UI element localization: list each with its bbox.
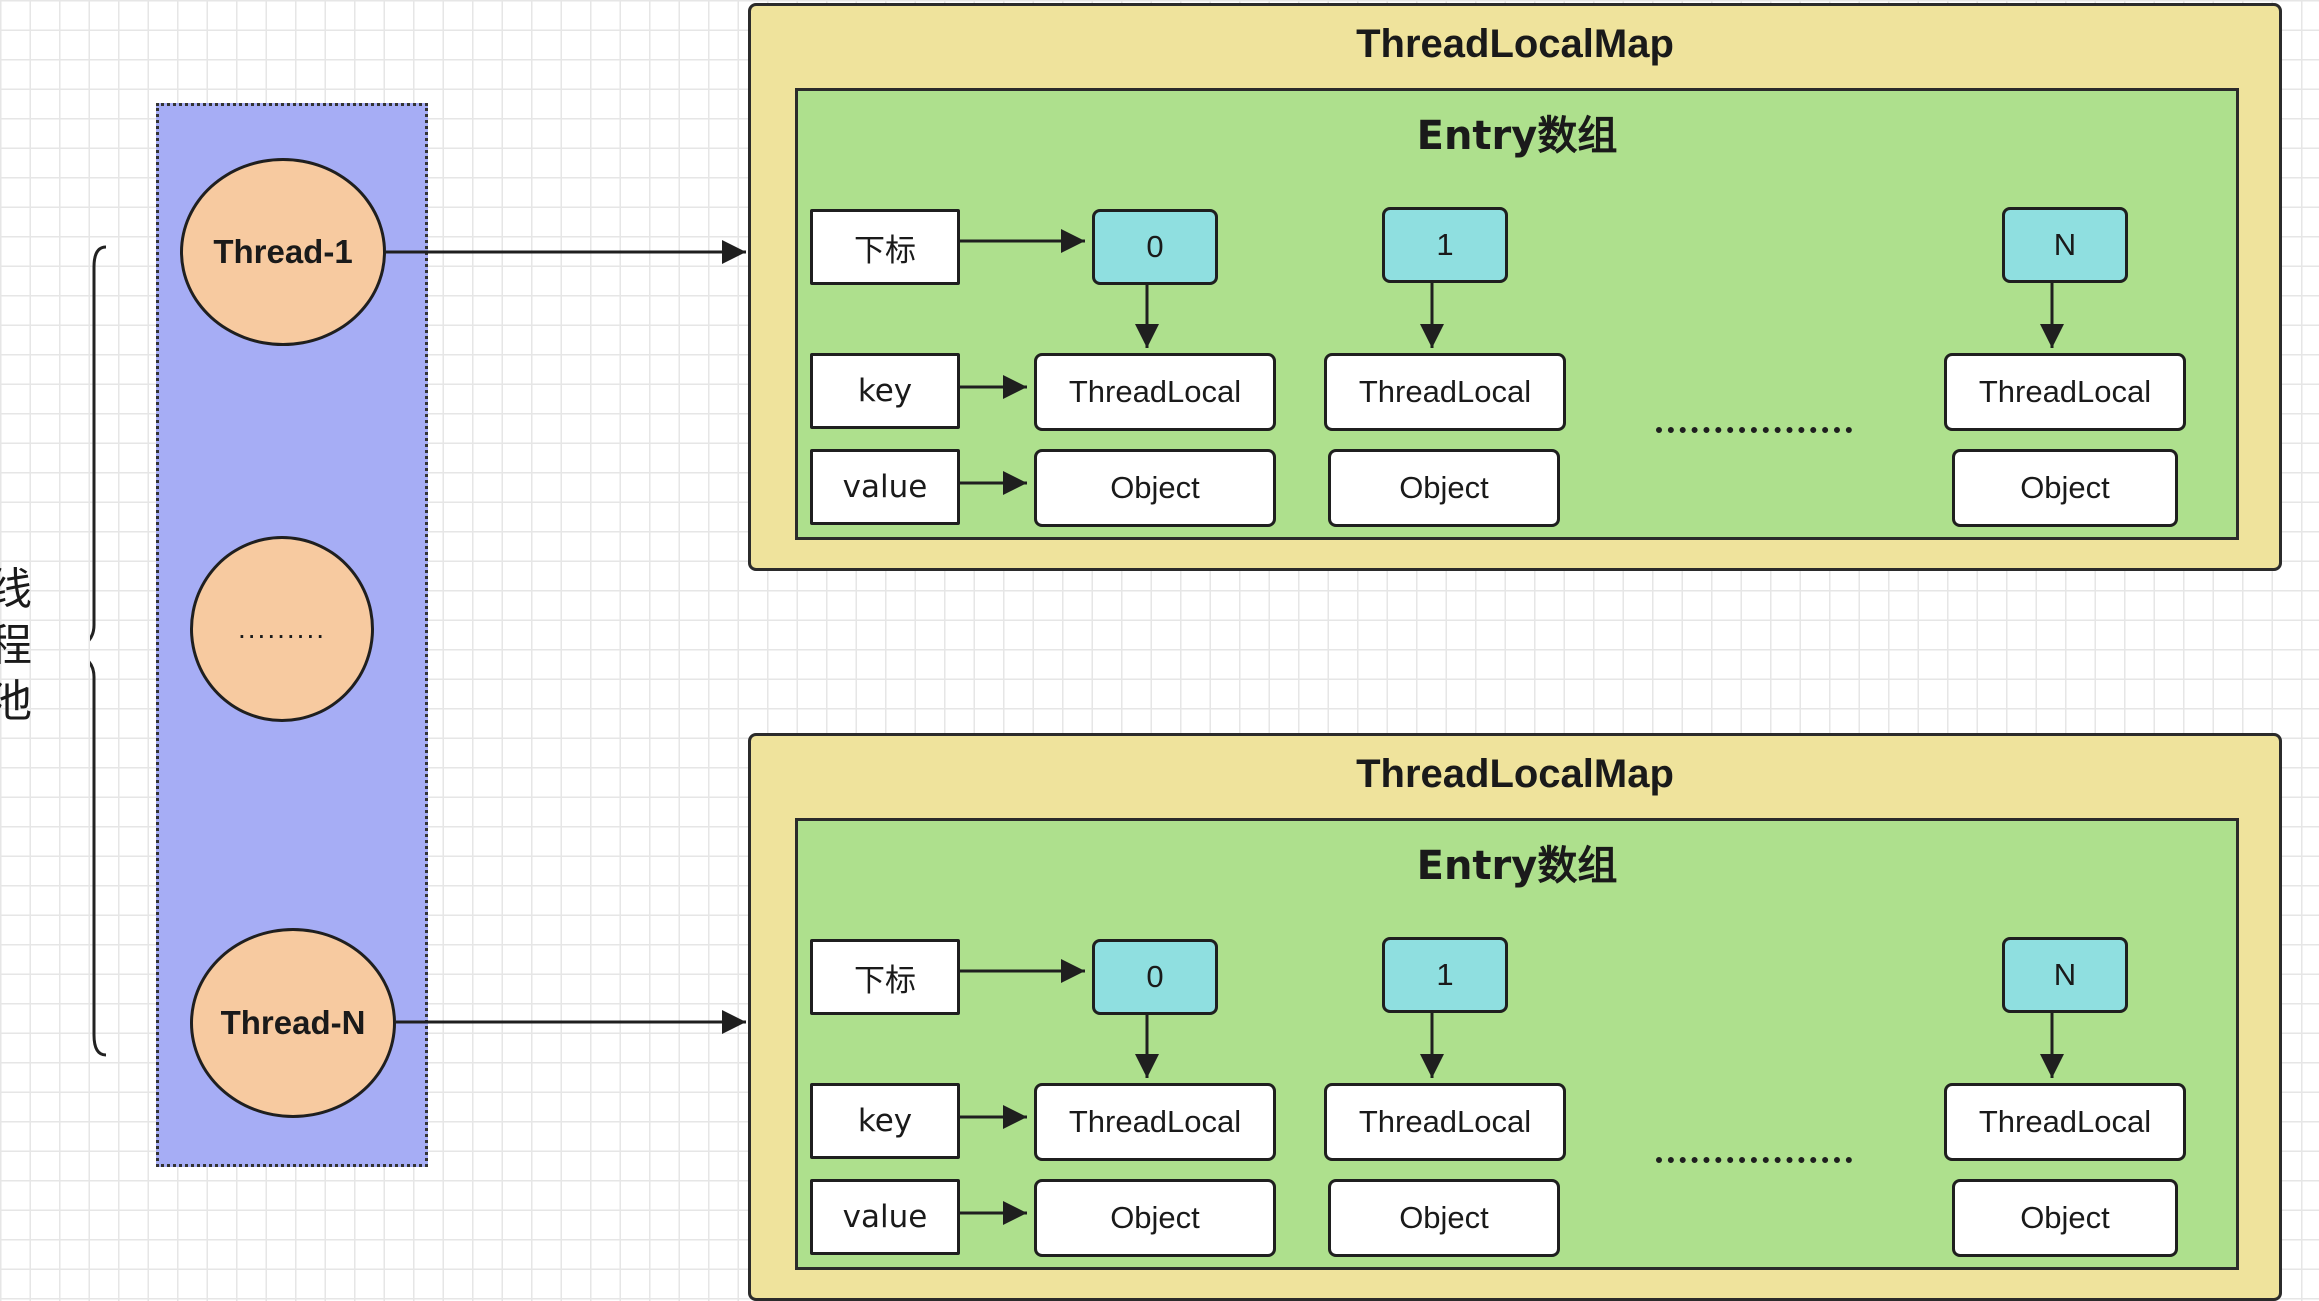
pool-brace <box>90 245 106 1057</box>
threadlocalmap-1: ThreadLocalMap Entry数组 下标 key value 0 1 … <box>748 3 2282 571</box>
key-cell: ThreadLocal <box>1944 1083 2186 1161</box>
value-cell: Object <box>1328 1179 1560 1257</box>
row-label-value: value <box>810 1179 960 1255</box>
entry-array-title: Entry数组 <box>1416 113 1618 159</box>
key-cell: ThreadLocal <box>1324 1083 1566 1161</box>
value-cell: Object <box>1034 449 1276 527</box>
index-cell: 0 <box>1092 209 1218 285</box>
row-label-index: 下标 <box>810 209 960 285</box>
pool-label-char: 线 <box>0 564 32 615</box>
row-label-key: key <box>810 353 960 429</box>
index-cell: 0 <box>1092 939 1218 1015</box>
row-label-key: key <box>810 1083 960 1159</box>
index-cell: 1 <box>1382 207 1508 283</box>
key-cell: ThreadLocal <box>1324 353 1566 431</box>
map-title: ThreadLocalMap <box>1356 752 1674 796</box>
key-cell: ThreadLocal <box>1034 1083 1276 1161</box>
entry-array: Entry数组 下标 key value 0 1 N ThreadLocal T… <box>795 88 2239 540</box>
key-cell: ThreadLocal <box>1034 353 1276 431</box>
map-title: ThreadLocalMap <box>1356 22 1674 66</box>
index-cell: N <box>2002 207 2128 283</box>
value-cell: Object <box>1328 449 1560 527</box>
key-cell: ThreadLocal <box>1944 353 2186 431</box>
entry-array: Entry数组 下标 key value 0 1 N ThreadLocal T… <box>795 818 2239 1270</box>
index-cell: N <box>2002 937 2128 1013</box>
thread-ellipsis-node: ......... <box>190 536 374 722</box>
entry-array-title: Entry数组 <box>1416 843 1618 889</box>
row-label-value: value <box>810 449 960 525</box>
pool-label: 线 程 池 <box>0 562 40 730</box>
value-cell: Object <box>1952 449 2178 527</box>
index-cell: 1 <box>1382 937 1508 1013</box>
value-cell: Object <box>1034 1179 1276 1257</box>
thread-n-node: Thread-N <box>190 928 396 1118</box>
pool-label-char: 程 <box>0 620 32 671</box>
threadlocalmap-2: ThreadLocalMap Entry数组 下标 key value 0 1 … <box>748 733 2282 1301</box>
row-label-index: 下标 <box>810 939 960 1015</box>
value-cell: Object <box>1952 1179 2178 1257</box>
slot-ellipsis <box>1656 1157 1852 1163</box>
slot-ellipsis <box>1656 427 1852 433</box>
pool-label-char: 池 <box>0 676 32 727</box>
thread-1-node: Thread-1 <box>180 158 386 346</box>
